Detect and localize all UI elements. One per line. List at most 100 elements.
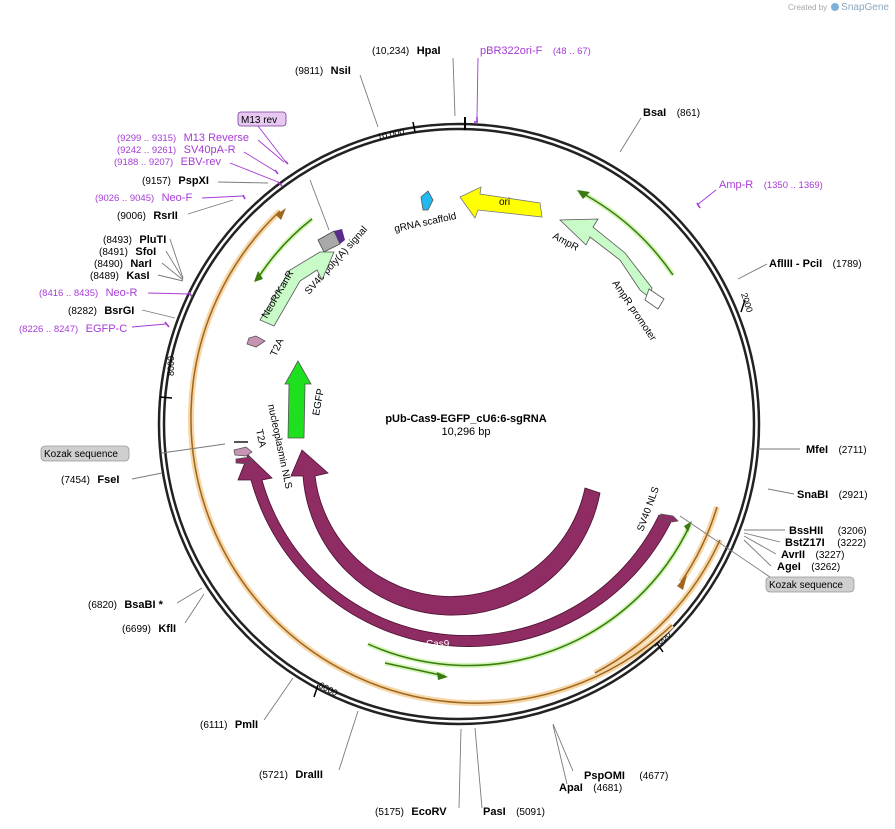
sv40-polya-tip <box>334 229 345 244</box>
enzyme-leader <box>552 724 568 785</box>
enzyme-leader <box>263 677 294 721</box>
kozak-right-box[interactable] <box>765 576 855 593</box>
enzyme-leader <box>619 117 642 153</box>
enzyme-label-apai[interactable]: ApaI (4681) <box>559 778 622 795</box>
primer-label-ebv-rev[interactable]: (9188 .. 9207) EBV-rev <box>114 152 221 169</box>
orange-track-left-core <box>190 210 673 704</box>
enzyme-leader <box>767 488 795 495</box>
enzyme-label-afliii-pcii[interactable]: AflIII - PciI (1789) <box>769 254 862 271</box>
enzyme-label-pspomi[interactable]: PspOMI (4677) <box>584 766 668 783</box>
green-arrowhead <box>254 271 263 282</box>
kozak-left-box[interactable] <box>40 445 130 462</box>
enzyme-label-pmli[interactable]: (6111) PmlI <box>200 715 258 732</box>
enzyme-label-fsei[interactable]: (7454) FseI <box>61 470 119 487</box>
primer-label-amp-r[interactable]: Amp-R (1350 .. 1369) <box>719 175 823 192</box>
primer-mark <box>277 181 283 187</box>
enzyme-label-bsrgi[interactable]: (8282) BsrGI <box>68 301 134 318</box>
cas9-inner-label: Cas9 <box>434 587 458 598</box>
primer-label-egfp-c[interactable]: (8226 .. 8247) EGFP-C <box>19 319 127 336</box>
enzyme-leader <box>165 250 184 280</box>
enzyme-label-avrii[interactable]: AvrII (3227) <box>781 545 844 562</box>
enzyme-label-kfli[interactable]: (6699) KflI <box>122 619 176 636</box>
tick-mark <box>412 121 416 133</box>
feature-leader <box>679 515 771 578</box>
orange-arrowhead <box>276 208 286 220</box>
ampr-arrow <box>559 218 653 299</box>
enzyme-label-agei[interactable]: AgeI (3262) <box>777 557 840 574</box>
enzyme-label-kasi[interactable]: (8489) KasI <box>90 266 150 283</box>
enzyme-label-draiii[interactable]: (5721) DraIII <box>259 765 323 782</box>
primer-label-sv40pa-r[interactable]: (9242 .. 9261) SV40pA-R <box>117 140 236 157</box>
backbone-outer-ring <box>157 122 761 726</box>
enzyme-label-bsabi[interactable]: (6820) BsaBI * <box>88 595 164 612</box>
sv40-nls-arrow <box>658 513 679 523</box>
enzyme-label-snabi[interactable]: SnaBI (2921) <box>797 485 868 502</box>
orange-track-right-outer-core <box>594 539 721 674</box>
nucleoplasmin-nls-arrow <box>235 456 254 465</box>
orange-track-right-core <box>680 506 718 583</box>
enzyme-leader <box>359 74 379 128</box>
green-track-top-left-core <box>257 218 313 279</box>
m13-rev-box[interactable] <box>237 111 287 127</box>
enzyme-label-nsii[interactable]: (9811) NsiI <box>295 61 351 78</box>
grna-scaffold-label: gRNA scaffold <box>393 211 457 235</box>
enzyme-leader <box>452 57 456 117</box>
enzyme-labels: (10,234) HpaI (9811) NsiI BsaI (861) Afl… <box>61 41 868 819</box>
primer-label-m13-reverse[interactable]: (9299 .. 9315) M13 Reverse <box>117 128 249 145</box>
enzyme-label-pluti[interactable]: (8493) PluTI <box>103 230 166 247</box>
primer-leader <box>696 189 717 206</box>
primer-mark <box>164 321 170 328</box>
primer-leader <box>147 292 191 295</box>
egfp-arrow <box>284 360 312 439</box>
egfp-label: EGFP <box>311 387 327 416</box>
primer-label-pbr322ori-f[interactable]: pBR322ori-F (48 .. 67) <box>480 41 591 58</box>
enzyme-label-sfoi[interactable]: (8491) SfoI <box>99 242 156 259</box>
enzyme-leader <box>458 728 462 809</box>
top-features: ori gRNA scaffold SV40 poly(A) signal Ne… <box>246 186 665 439</box>
primer-mark <box>284 160 289 165</box>
enzyme-leader <box>338 710 359 771</box>
tick-label-8000: 8000 <box>166 356 176 376</box>
primer-label-neo-r[interactable]: (8416 .. 8435) Neo-R <box>39 283 137 300</box>
primer-mark <box>188 291 193 298</box>
primer-mark <box>696 202 701 209</box>
enzyme-label-hpai[interactable]: (10,234) HpaI <box>372 41 441 58</box>
primer-leaders <box>131 57 717 328</box>
enzyme-label-mfei[interactable]: MfeI (2711) <box>806 440 867 457</box>
enzyme-label-ecorv[interactable]: (5175) EcoRV <box>375 802 447 819</box>
primer-leader <box>257 139 285 163</box>
enzyme-label-pspxi[interactable]: (9157) PspXI <box>142 171 209 188</box>
enzyme-leader <box>552 723 574 772</box>
kozak-left-label: Kozak sequence <box>44 449 118 460</box>
orange-track-right <box>678 506 720 584</box>
feature-leader <box>309 179 330 231</box>
enzyme-leader <box>131 472 163 480</box>
primer-label-neo-f[interactable]: (9026 .. 9045) Neo-F <box>95 188 192 205</box>
orange-track-right-outer <box>593 538 723 676</box>
enzyme-label-nari[interactable]: (8490) NarI <box>94 254 152 271</box>
orange-tracks <box>187 208 723 707</box>
t2a-mid-arrow <box>233 446 253 457</box>
primer-leader <box>243 151 276 172</box>
enzyme-leader <box>161 262 184 281</box>
enzyme-leader <box>743 532 781 543</box>
enzyme-leader <box>474 727 483 809</box>
enzyme-label-rsrii[interactable]: (9006) RsrII <box>117 206 178 223</box>
tick-label-6000: 6000 <box>317 680 339 698</box>
tick-mark <box>655 641 664 653</box>
m13-rev-label: M13 rev <box>241 115 277 126</box>
boxed-labels: M13 rev Kozak sequence Kozak sequence <box>40 111 855 593</box>
green-track-top-right-core <box>579 191 674 276</box>
feature-leader <box>161 443 226 454</box>
enzyme-label-bstz17i[interactable]: BstZ17I (3222) <box>785 533 866 550</box>
primer-labels: pBR322ori-F (48 .. 67) Amp-R (1350 .. 13… <box>19 41 823 336</box>
neokanr-arrow <box>259 251 335 327</box>
enzyme-label-bsai[interactable]: BsaI (861) <box>643 103 700 120</box>
enzyme-label-pasi[interactable]: PasI (5091) <box>483 802 545 819</box>
primer-leader <box>257 125 286 162</box>
ori-arrow <box>459 186 543 219</box>
cas9-outer-label: Cas9 <box>426 639 450 650</box>
t2a-top-label: T2A <box>269 337 287 359</box>
enzyme-label-bsshii[interactable]: BssHII (3206) <box>789 521 867 538</box>
